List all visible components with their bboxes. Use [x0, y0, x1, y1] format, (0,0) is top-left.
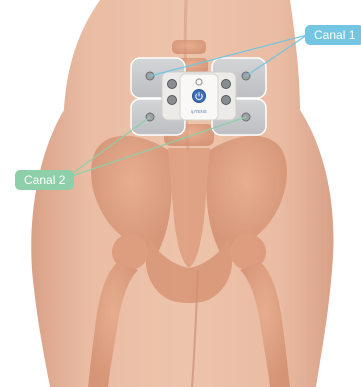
connector-icon: [168, 96, 177, 105]
channel-1-label: Canal 1: [305, 25, 361, 45]
device-brand-label: ipTENS: [191, 109, 207, 114]
vertebra: [172, 40, 206, 54]
connector-icon: [222, 96, 231, 105]
connector-icon: [168, 80, 177, 89]
tens-device: ipTENS: [162, 72, 236, 120]
channel-2-label: Canal 2: [15, 170, 74, 190]
connector-icon: [222, 80, 231, 89]
